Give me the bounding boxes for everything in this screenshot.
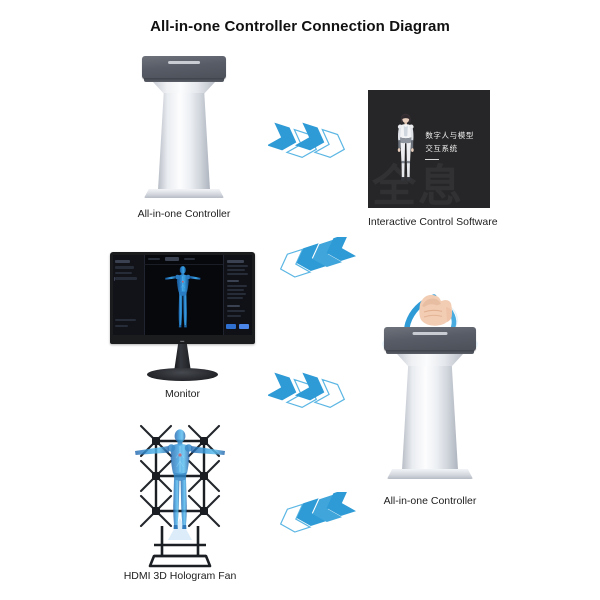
- hologram-fan-graphic: [110, 418, 250, 568]
- node-caption: Monitor: [164, 388, 200, 400]
- node-caption: All-in-one Controller: [137, 208, 231, 220]
- node-caption: All-in-one Controller: [383, 495, 477, 507]
- node-monitor: ▬ Monitor: [105, 252, 260, 402]
- arrow-monitor-to-holopodium: [266, 372, 348, 420]
- arrow-software-to-monitor: [278, 233, 358, 285]
- arrow-controller-to-software: [266, 122, 348, 170]
- node-all-in-one-controller-bottom: All-in-one Controller: [358, 282, 502, 514]
- monitor-stand-base: [147, 368, 218, 381]
- podium-top-lip: [144, 78, 224, 82]
- podium-top-panel: [142, 56, 226, 79]
- page-title: All-in-one Controller Connection Diagram: [150, 18, 450, 35]
- node-caption: HDMI 3D Hologram Fan: [123, 570, 237, 582]
- anatomy-human-body-figure: [164, 265, 201, 328]
- screen-heading-line2: 交互系统: [425, 144, 458, 154]
- node-all-in-one-controller-top: All-in-one Controller: [118, 50, 250, 225]
- app-left-sidebar: [113, 255, 145, 335]
- podium-base: [387, 469, 473, 479]
- podium-graphic: [118, 50, 250, 202]
- podium-graphic: [358, 327, 502, 487]
- monitor-brand-logo: ▬: [180, 338, 185, 343]
- app-top-toolbar: [143, 255, 225, 265]
- node-caption: Interactive Control Software: [368, 216, 498, 228]
- podium-column: [402, 366, 458, 470]
- monitor-bezel: ▬: [110, 252, 255, 344]
- podium-top-lip: [386, 350, 474, 354]
- screen-watermark: 全息: [372, 161, 464, 208]
- screen-heading: 数字人与模型 交互系统: [425, 129, 474, 161]
- screen-heading-rule: [425, 159, 440, 161]
- monitor-stand-neck: [174, 344, 191, 372]
- podium-top-panel: [384, 327, 476, 351]
- arrow-holopodium-to-fan: [278, 488, 358, 540]
- podium-neck: [153, 82, 215, 94]
- podium-base: [144, 189, 224, 198]
- screen-heading-line1: 数字人与模型: [425, 130, 474, 140]
- monitor-screen: [113, 255, 252, 335]
- app-right-panel: [223, 255, 252, 335]
- software-screen: 全息: [368, 90, 490, 208]
- digital-human-avatar-icon: [397, 113, 414, 181]
- hologram-human-figure: [135, 429, 225, 540]
- podium-neck: [397, 354, 463, 367]
- fan-blade-grid: [139, 424, 221, 568]
- node-hdmi-3d-hologram-fan: HDMI 3D Hologram Fan: [110, 418, 250, 588]
- node-interactive-control-software: 全息: [368, 90, 498, 240]
- podium-column: [158, 93, 210, 190]
- hand-icon: [419, 294, 453, 326]
